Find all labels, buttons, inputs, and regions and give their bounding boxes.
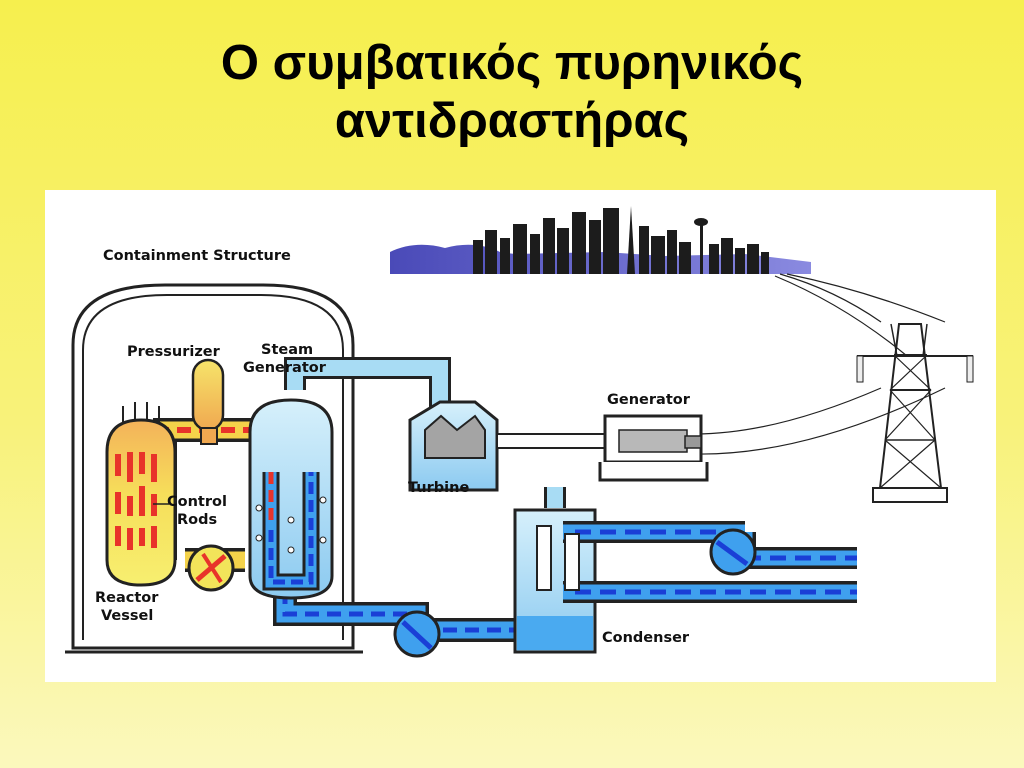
cooling-pump-icon <box>709 528 757 576</box>
steam-generator-label-1: Steam <box>261 342 313 358</box>
title-line-2: αντιδραστήρας <box>334 94 690 148</box>
steam-generator <box>248 398 334 600</box>
control-rods-label-2: Rods <box>177 512 217 528</box>
slide-title: Ο συμβατικός πυρηνικός αντιδραστήρας <box>0 34 1024 150</box>
reactor-vessel-label-1: Reactor <box>95 590 159 606</box>
control-rods-label-1: Control <box>167 494 227 510</box>
generator-label: Generator <box>607 392 691 408</box>
reactor-diagram: Containment Structure <box>45 190 996 682</box>
title-line-1: Ο συμβατικός πυρηνικός <box>220 36 804 90</box>
transmission-tower-icon <box>694 273 974 503</box>
steam-generator-label-2: Generator <box>243 360 327 376</box>
pressurizer-label: Pressurizer <box>127 344 221 360</box>
condenser-label: Condenser <box>602 630 690 646</box>
steam-pipe <box>284 357 566 508</box>
reactor-vessel-label-2: Vessel <box>101 608 153 624</box>
containment-label: Containment Structure <box>103 248 291 264</box>
turbine-label: Turbine <box>408 480 469 496</box>
feedwater-pump-icon <box>393 610 441 658</box>
generator <box>598 414 709 482</box>
pressurizer <box>191 358 225 445</box>
primary-pump-icon <box>185 544 245 592</box>
reactor-vessel <box>105 402 177 587</box>
turbine <box>408 400 648 492</box>
city-skyline-icon <box>390 206 811 274</box>
